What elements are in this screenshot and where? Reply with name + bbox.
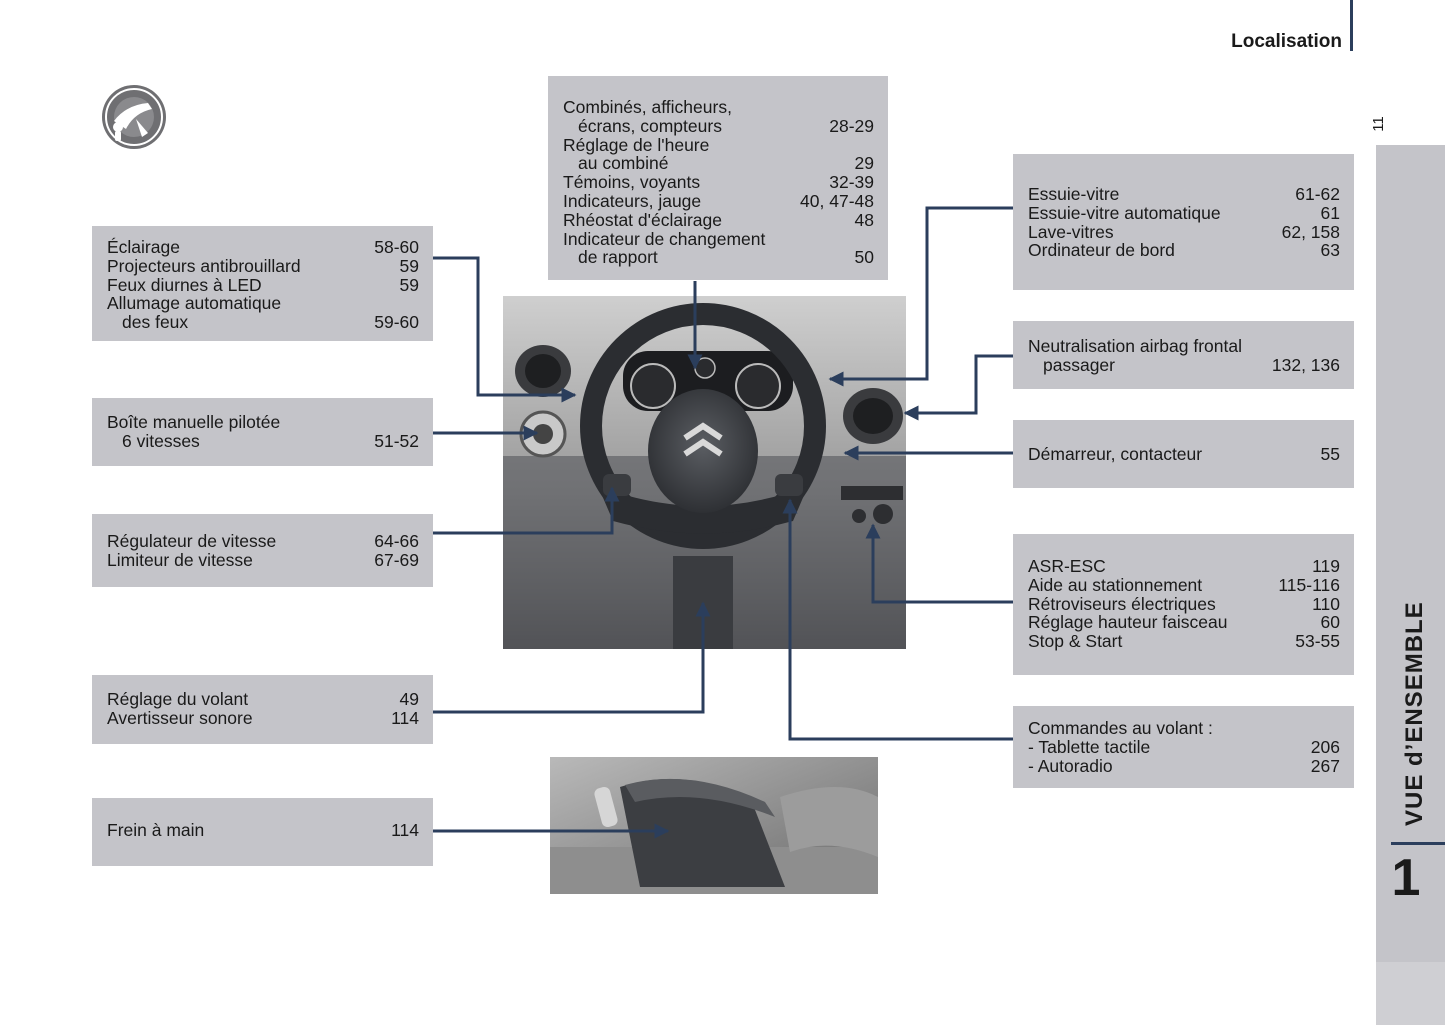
chapter-tab-label: VUE d’ENSEMBLE (1401, 601, 1428, 826)
index-row: Combinés, afficheurs, (563, 97, 732, 117)
leader-airbag (903, 354, 1013, 421)
index-row: Réglage de l'heure (563, 134, 710, 155)
steering-wheel-logo-icon (102, 85, 166, 149)
section-title: Localisation (1231, 31, 1342, 52)
index-box-commandes: Commandes au volant : - Tablette tactile… (1013, 706, 1354, 788)
index-row: Indicateur de changement (563, 228, 766, 249)
index-row: Commandes au volant : (1028, 718, 1213, 738)
chapter-tab-rule (1391, 842, 1445, 845)
handbrake-photo (550, 757, 878, 894)
index-row: Boîte manuelle pilotée (107, 412, 281, 432)
chapter-tab (1376, 145, 1445, 1025)
chapter-number: 1 (1391, 849, 1421, 907)
header-rule (1350, 0, 1353, 51)
page-number: 11 (1370, 116, 1387, 132)
dashboard-photo (503, 296, 906, 649)
index-row: Allumage automatique (107, 293, 282, 314)
chapter-tab-lower (1376, 962, 1445, 1025)
index-row: Neutralisation airbag frontal (1028, 336, 1243, 356)
